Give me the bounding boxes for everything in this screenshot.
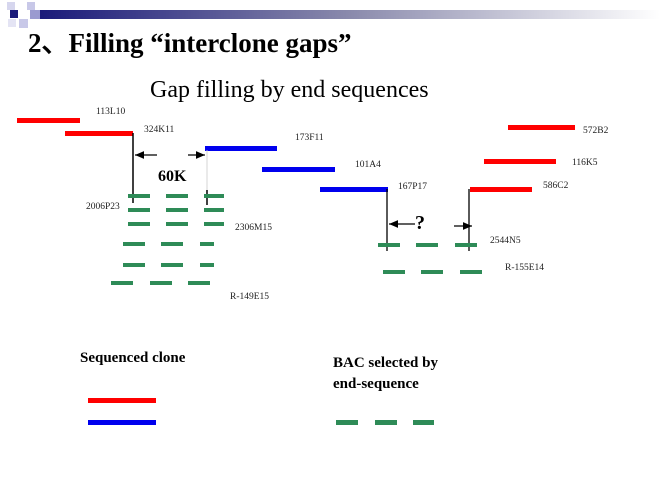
bac-dashes-left — [111, 194, 224, 285]
clone-bar-324K11 — [65, 131, 133, 136]
legend-sequenced-clone: Sequenced clone — [80, 350, 186, 366]
legend-blue-line — [88, 420, 156, 425]
clone-label: 113L10 — [96, 107, 125, 117]
legend-green-dashes — [336, 420, 434, 425]
bac-label: 2006P23 — [86, 202, 120, 212]
slide-title: 2、Filling “interclone gaps” — [28, 28, 352, 58]
clone-label: 167P17 — [398, 182, 427, 192]
bac-label: R-155E14 — [505, 263, 544, 273]
clone-label: 173F11 — [295, 133, 324, 143]
bac-label: 2306M15 — [235, 223, 272, 233]
clone-bar-167P17 — [320, 187, 388, 192]
slide-subtitle: Gap filling by end sequences — [150, 77, 429, 103]
clone-label: 586C2 — [543, 181, 569, 191]
clone-bar-101A4 — [262, 167, 335, 172]
clone-bar-572B2 — [508, 125, 575, 130]
bac-label: 2544N5 — [490, 236, 521, 246]
clone-label: 572B2 — [583, 126, 609, 136]
bac-dashes-right — [378, 243, 482, 274]
header-decoration — [7, 2, 660, 28]
clone-bar-113L10 — [17, 118, 80, 123]
clone-label: 324K11 — [144, 125, 175, 135]
clone-label: 101A4 — [355, 160, 381, 170]
legend-bac-line1: BAC selected by — [333, 355, 438, 371]
bac-label: R-149E15 — [230, 292, 269, 302]
gap-size-label: 60K — [158, 168, 187, 185]
legend-bac-line2: end-sequence — [333, 376, 419, 392]
legend-red-line — [88, 398, 156, 403]
clone-bar-173F11 — [205, 146, 277, 151]
clone-bar-116K5 — [484, 159, 556, 164]
clone-bar-586C2 — [470, 187, 532, 192]
unknown-gap-label: ? — [415, 212, 425, 234]
clone-label: 116K5 — [572, 158, 598, 168]
